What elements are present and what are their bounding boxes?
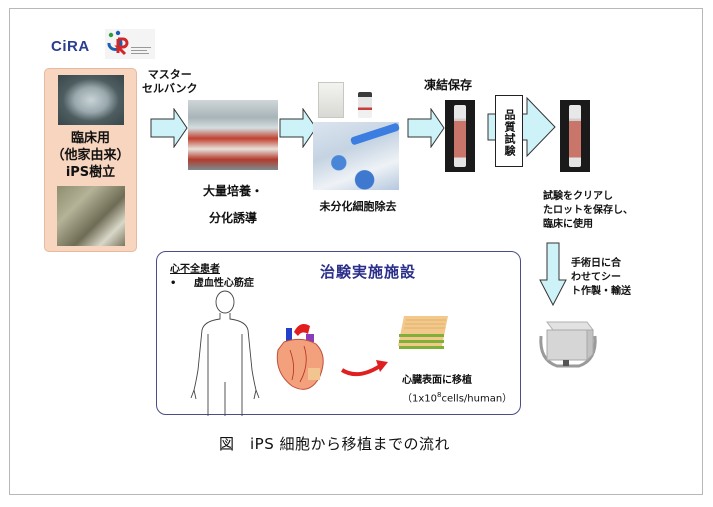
figure-caption: 図 iPS 細胞から移植までの流れ — [219, 435, 451, 453]
cell-dose-label: （1x108cells/human） — [402, 388, 512, 406]
culture-line1: 大量培養・ — [202, 184, 263, 198]
reagent-vial-image — [358, 92, 372, 118]
released-cryovial-image — [560, 100, 590, 172]
ips-establishment-label: 臨床用 （他家由来） iPS樹立 — [44, 130, 137, 181]
establishment-line1: 臨床用 — [70, 131, 110, 146]
org-name: CiRA — [51, 38, 90, 55]
dose-suffix: cells/human） — [441, 393, 513, 405]
shipping-line1: 手術日に合 — [571, 258, 621, 269]
flow-arrow-right-icon — [407, 108, 445, 148]
release-line2: たロットを保存し、 — [543, 205, 633, 216]
cryovial-image — [445, 100, 475, 172]
establishment-line3: iPS樹立 — [65, 165, 116, 180]
mcb-line1: マスター — [147, 68, 192, 81]
lot-release-label: 試験をクリアし たロットを保存し、 臨床に使用 — [543, 190, 633, 232]
condition-text: 虚血性心筋症 — [193, 278, 254, 289]
dose-prefix: （1x10 — [402, 393, 438, 405]
clinical-site-title: 治験実施施設 — [320, 263, 417, 281]
flow-arrow-down-icon — [539, 242, 567, 306]
culture-line2: 分化誘導 — [208, 211, 257, 225]
bullet: • — [170, 278, 177, 289]
culture-differentiation-label: 大量培養・ 分化誘導 — [188, 178, 278, 232]
transport-cooler-icon — [539, 321, 597, 368]
cira-logo-icon — [105, 29, 155, 59]
master-cell-bank-label: マスター セルバンク — [142, 68, 198, 96]
sheet-shipping-label: 手術日に合 わせてシー ト作製・輸送 — [571, 257, 631, 299]
shipping-line3: ト作製・輸送 — [571, 286, 631, 297]
release-line3: 臨床に使用 — [543, 219, 593, 230]
clinical-trial-site-box — [156, 251, 521, 415]
establishment-line2: （他家由来） — [51, 148, 130, 163]
human-body-outline-icon — [190, 290, 260, 416]
patient-condition: • 虚血性心筋症 — [170, 274, 254, 289]
heart-surface-transplant-label: 心臓表面に移植 — [402, 375, 472, 386]
ips-colony-image — [58, 75, 124, 125]
mass-culture-image — [188, 100, 278, 170]
mcb-line2: セルバンク — [142, 82, 198, 95]
reagent-box-image — [318, 82, 344, 118]
undifferentiated-cell-removal-label: 未分化細胞除去 — [319, 200, 397, 213]
shipping-line2: わせてシー — [571, 272, 621, 283]
patient-label: 心不全患者 — [170, 264, 220, 275]
cleanroom-lab-image — [57, 186, 125, 246]
flow-arrow-right-icon — [279, 108, 317, 148]
release-line1: 試験をクリアし — [543, 191, 613, 202]
dose-exponent: 8 — [437, 391, 442, 399]
cryopreservation-label: 凍結保存 — [424, 78, 473, 92]
heart-icon — [276, 324, 324, 390]
transplant-arrow-icon — [340, 360, 388, 377]
cell-sheet-icon — [398, 316, 448, 349]
quality-test-box: 品質試験 — [495, 95, 523, 167]
flow-arrow-right-icon — [150, 108, 188, 148]
